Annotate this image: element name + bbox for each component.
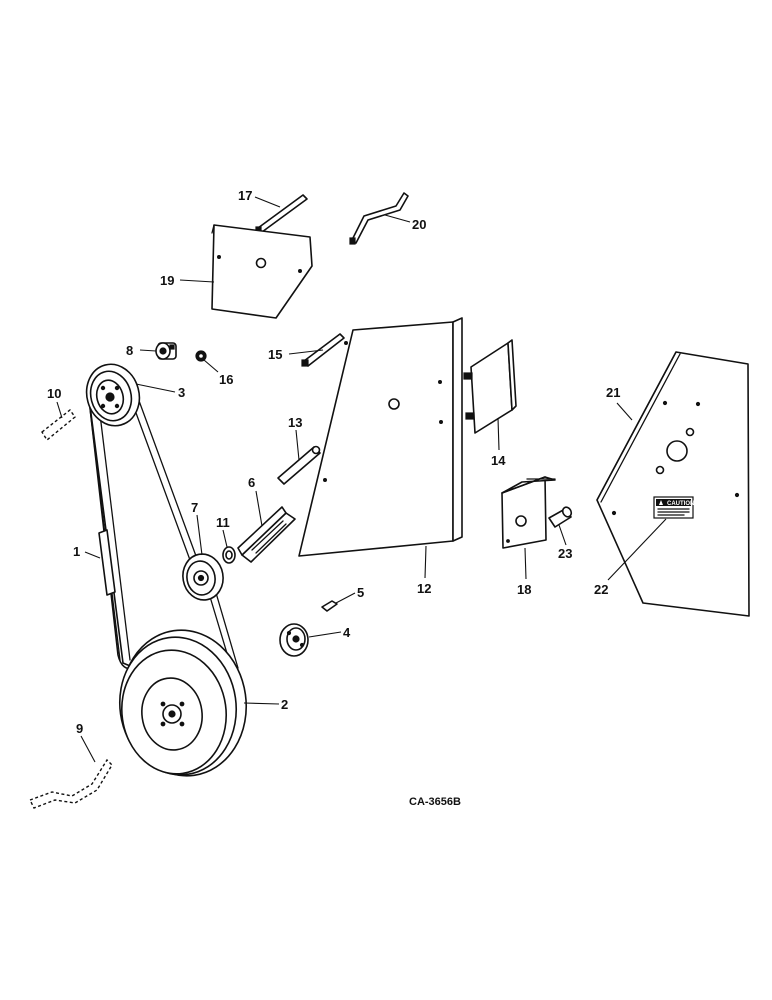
callout-10: 10	[47, 386, 61, 401]
callout-20: 20	[412, 217, 426, 232]
callout-4: 4	[343, 625, 351, 640]
shaft-lower	[30, 760, 112, 808]
idler-pulley	[179, 551, 226, 603]
callout-17: 17	[238, 188, 252, 203]
callout-8: 8	[126, 343, 133, 358]
shaft-upper	[42, 410, 75, 440]
callout-12: 12	[417, 581, 431, 596]
callout-9: 9	[76, 721, 83, 736]
plate-bracket	[502, 477, 555, 548]
callout-1: 1	[73, 544, 80, 559]
callout-15: 15	[268, 347, 282, 362]
callout-2: 2	[281, 697, 288, 712]
callout-14: 14	[491, 453, 506, 468]
v-belt	[88, 390, 238, 670]
small-shield	[212, 225, 312, 318]
spacer-bushing	[223, 547, 235, 563]
nut	[196, 351, 206, 361]
caution-decal: CAUTION	[654, 497, 694, 518]
side-bracket	[464, 340, 516, 433]
callout-19: 19	[160, 273, 174, 288]
belt-section	[99, 530, 115, 595]
callout-6: 6	[248, 475, 255, 490]
callout-23: 23	[558, 546, 572, 561]
callout-5: 5	[357, 585, 364, 600]
large-pulley	[111, 622, 256, 784]
callout-18: 18	[517, 582, 531, 597]
hub	[280, 624, 308, 656]
strap	[278, 447, 320, 485]
callout-11: 11	[216, 515, 230, 530]
callout-21: 21	[606, 385, 620, 400]
callout-13: 13	[288, 415, 302, 430]
pin	[549, 506, 573, 527]
drawing-code: CA-3656B	[409, 796, 461, 808]
callout-16: 16	[219, 372, 233, 387]
decal-caution-text: CAUTION	[667, 501, 694, 507]
callout-3: 3	[178, 385, 185, 400]
callout-7: 7	[191, 500, 198, 515]
adjusting-bracket	[238, 507, 295, 562]
upper-pulley	[80, 358, 146, 431]
callout-22: 22	[594, 582, 608, 597]
key	[322, 601, 337, 611]
bearing	[156, 343, 176, 359]
